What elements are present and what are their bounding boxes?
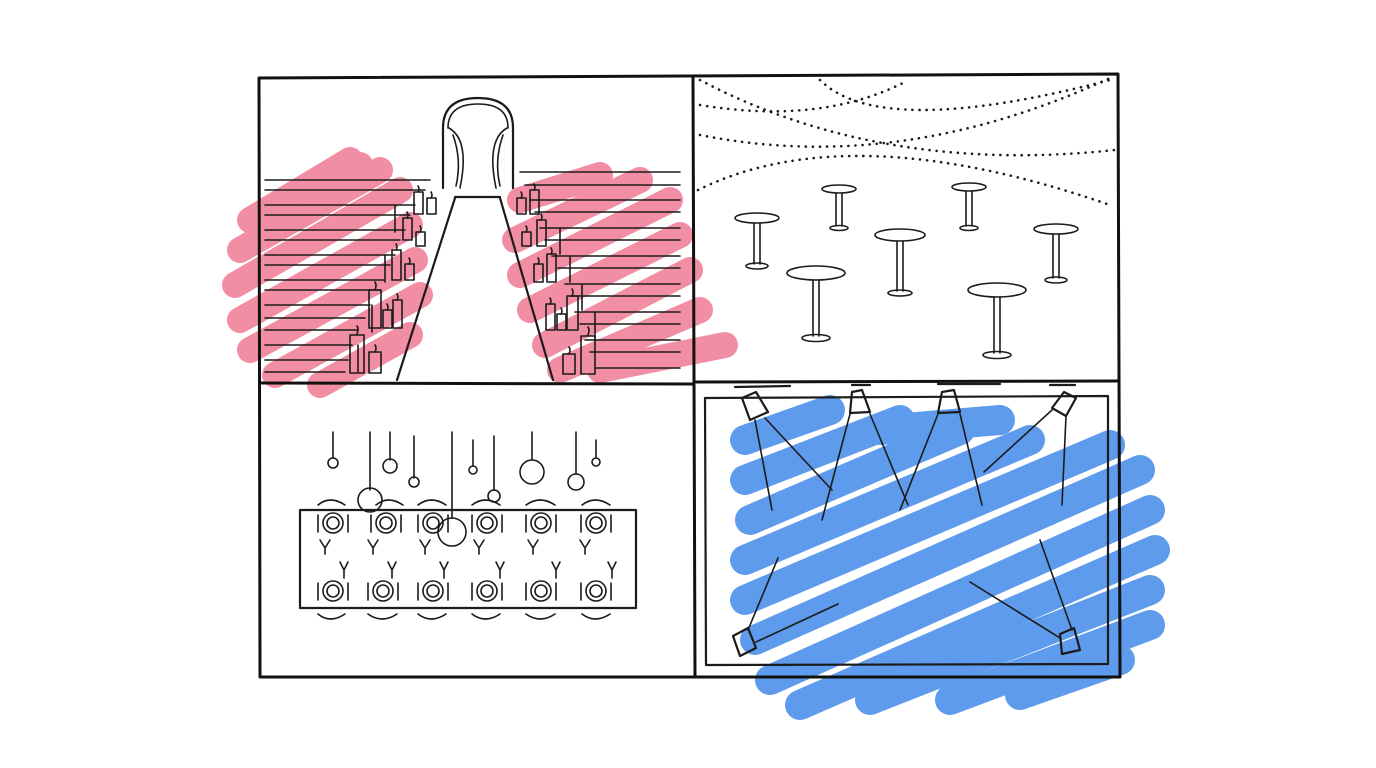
aisle-left-edge: [395, 196, 457, 382]
cocktail-table: [734, 212, 780, 270]
spotlight-icon: [936, 388, 962, 415]
lighting-rail: [733, 382, 1077, 389]
dance-panel: [703, 382, 1110, 667]
right-pews: [519, 171, 681, 369]
dinner-panel: [298, 431, 638, 620]
panel-frame: [257, 72, 1122, 679]
chairs-bottom: [317, 613, 611, 620]
spotlight-icon: [1058, 626, 1082, 656]
dance-floor-border: [703, 394, 1110, 667]
cocktail-table: [786, 265, 846, 343]
chairs-top: [317, 499, 611, 506]
cocktail-table: [951, 182, 987, 232]
light-beams: [747, 409, 1073, 643]
cocktail-table: [874, 228, 926, 297]
left-candles-icon: [349, 185, 437, 374]
cocktail-table: [967, 282, 1027, 360]
place-settings-bottom: [317, 561, 617, 602]
spotlight-icon: [848, 388, 872, 415]
ceremony-panel: [264, 96, 681, 382]
spotlight-icon: [740, 390, 770, 422]
ceremony-arch-icon: [441, 96, 515, 190]
banquet-table-icon: [298, 508, 638, 610]
spotlight-icon: [731, 626, 758, 658]
cocktail-table: [1033, 223, 1079, 284]
aisle-right-edge: [498, 196, 555, 382]
blue-marker-wash: [730, 395, 1170, 720]
cocktail-panel: [696, 76, 1117, 360]
cocktail-table: [821, 184, 857, 232]
pendant-lights-icon: [327, 431, 601, 547]
place-settings-top: [317, 512, 612, 555]
string-lights-icon: [696, 76, 1117, 207]
right-candles-icon: [516, 183, 596, 375]
